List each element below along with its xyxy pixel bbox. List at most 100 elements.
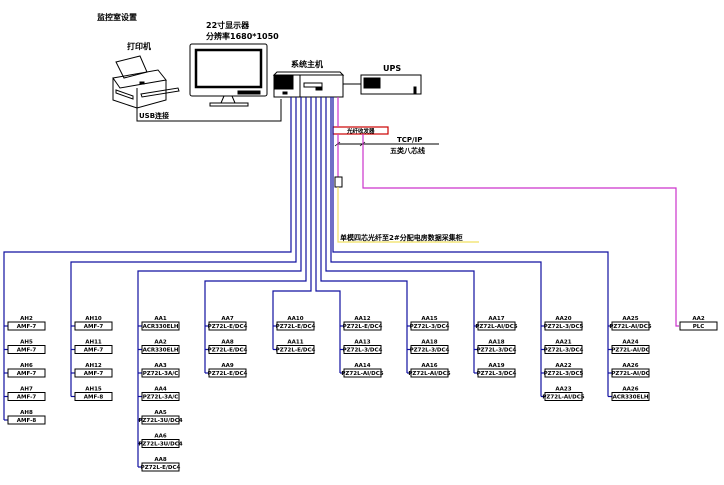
rs485-bus-col-aa-25 xyxy=(332,97,609,397)
device-name: AA21 xyxy=(555,340,571,346)
monitor-label-line2: 分辨率1680*1050 xyxy=(206,31,279,41)
device-name: AA2 xyxy=(692,316,705,322)
device-box xyxy=(276,345,315,354)
device-name: AH10 xyxy=(85,316,102,322)
device-name: AH2 xyxy=(20,316,33,322)
device-name: AA1 xyxy=(154,316,167,322)
device-box xyxy=(141,345,180,354)
device-model: PZ72L-3/DC5 xyxy=(544,371,584,377)
device-box xyxy=(410,321,449,331)
rs485-bus-col-aa-17 xyxy=(325,97,475,373)
device-box xyxy=(141,462,180,472)
device-box xyxy=(544,321,583,331)
device-model: ACR330ELH xyxy=(613,395,649,401)
device-model: PZ72L-3/DC4 xyxy=(544,348,584,354)
device-box xyxy=(141,368,180,378)
device-box xyxy=(611,368,650,378)
device-model: PZ72L-3U/DC4 xyxy=(138,418,182,424)
device-name: AA15 xyxy=(421,316,437,322)
device-box xyxy=(141,321,180,331)
device-model: AMF-8 xyxy=(84,395,104,401)
device-box xyxy=(141,392,180,401)
single-mode-fiber-line xyxy=(337,187,479,243)
device-box xyxy=(7,321,46,331)
device-box xyxy=(208,321,247,331)
device-name: AH6 xyxy=(20,363,33,369)
device-model: PZ72L-3/DC4 xyxy=(410,324,450,330)
device-name: AA16 xyxy=(421,363,437,369)
device-model: PZ72L-3/DC4 xyxy=(477,348,517,354)
device-box xyxy=(74,345,113,354)
device-name: AA8 xyxy=(221,340,234,346)
rs485-bus-col-aa-1 xyxy=(137,97,302,467)
device-name: AH11 xyxy=(85,340,102,346)
device-box xyxy=(276,321,315,331)
device-name: AH15 xyxy=(85,387,102,393)
device-name: AH12 xyxy=(85,363,102,369)
device-box xyxy=(343,321,382,331)
device-model: PZ72L-3A/C xyxy=(143,371,179,377)
device-name: AA19 xyxy=(488,363,504,369)
device-name: AA26 xyxy=(622,387,638,393)
device-box xyxy=(141,415,180,425)
device-box xyxy=(544,345,583,354)
device-name: AH8 xyxy=(20,410,33,416)
device-name: AA14 xyxy=(354,363,370,369)
device-box xyxy=(544,392,583,401)
host-label: 系统主机 xyxy=(291,59,323,69)
fiber-converter-label: 光纤收发器 xyxy=(346,127,375,135)
device-box xyxy=(410,368,449,378)
device-name: AA6 xyxy=(154,434,167,440)
device-box xyxy=(141,439,180,448)
rs485-bus-col-aa-20 xyxy=(330,97,542,397)
device-name: AA11 xyxy=(287,340,303,346)
device-model: PZ72L-E/DC4 xyxy=(208,348,248,354)
device-box xyxy=(544,368,583,378)
rs485-bus-col-aa-7 xyxy=(204,97,307,373)
monitor-icon xyxy=(189,43,268,107)
monitor-label-line1: 22寸显示器 xyxy=(206,20,250,30)
device-model: PZ72L-E/DC4 xyxy=(343,324,383,330)
bus-lines xyxy=(3,97,609,467)
device-model: PZ72L-3/DC4 xyxy=(410,348,450,354)
